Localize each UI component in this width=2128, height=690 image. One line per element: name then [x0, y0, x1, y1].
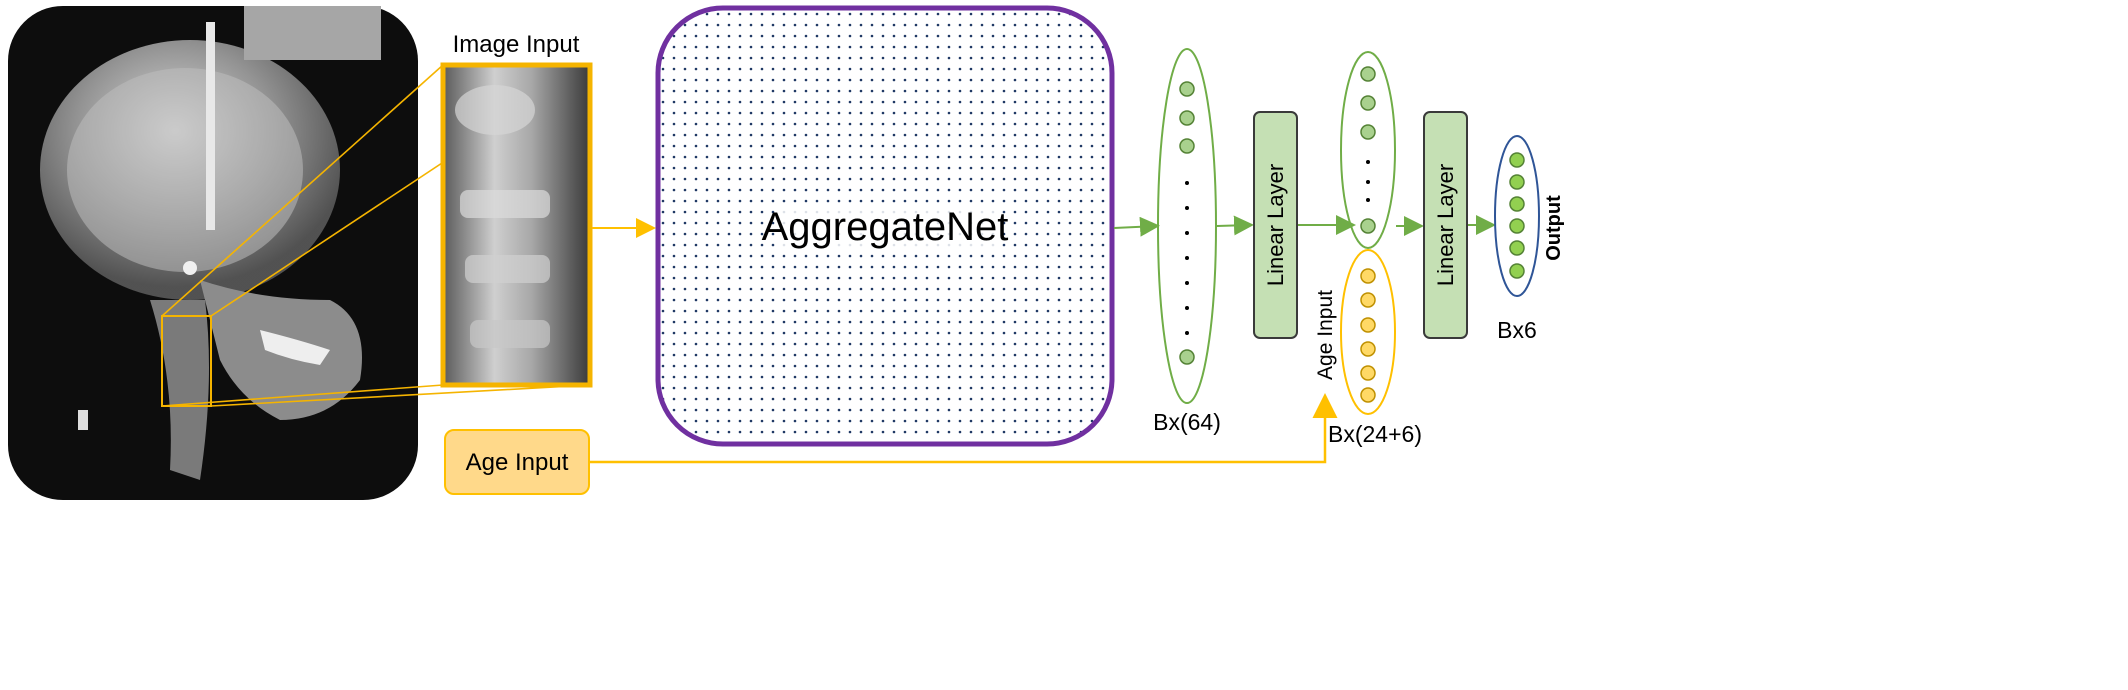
- arrow-features-to-linear1: [1216, 215, 1254, 236]
- linear-layer-2: Linear Layer: [1423, 111, 1468, 339]
- output-label: Output: [1543, 195, 1565, 261]
- linear-layer-1-label: Linear Layer: [1263, 164, 1288, 286]
- concat-node: [1360, 66, 1376, 82]
- feature-dim-label: Bx(64): [1153, 409, 1221, 435]
- roi-box: [161, 315, 212, 407]
- output-node: [1509, 240, 1525, 256]
- age-node: [1360, 365, 1376, 381]
- aggregatenet-box: AggregateNet: [655, 5, 1115, 447]
- age-node: [1360, 268, 1376, 284]
- image-input-crop: [440, 62, 593, 388]
- output-dim-label: Bx6: [1497, 317, 1537, 343]
- image-input-label: Image Input: [453, 31, 580, 58]
- age-node: [1360, 292, 1376, 308]
- concat-node: [1360, 218, 1376, 234]
- feature-node: [1179, 81, 1195, 97]
- age-node: [1360, 387, 1376, 403]
- feature-node: [1179, 138, 1195, 154]
- arrow-net-to-features: [1113, 216, 1160, 237]
- output-node: [1509, 174, 1525, 190]
- output-node: [1509, 218, 1525, 234]
- concat-node: [1360, 124, 1376, 140]
- output-node: [1509, 152, 1525, 168]
- xray-image: [8, 6, 418, 500]
- concat-age-part: [1340, 249, 1396, 415]
- linear-layer-2-label: Linear Layer: [1433, 164, 1458, 286]
- output-vector: [1494, 135, 1540, 297]
- feature-node: [1179, 110, 1195, 126]
- feature-node: [1179, 349, 1195, 365]
- concat-dim-label: Bx(24+6): [1328, 421, 1422, 447]
- age-node: [1360, 317, 1376, 333]
- concat-green-part: [1340, 51, 1396, 249]
- output-node: [1509, 263, 1525, 279]
- age-input-vertical-label: Age Input: [1314, 290, 1337, 380]
- age-input-box-label: Age Input: [466, 449, 569, 476]
- feature-vector: [1157, 48, 1217, 404]
- redaction-label: [244, 6, 381, 60]
- age-node: [1360, 341, 1376, 357]
- linear-layer-1: Linear Layer: [1253, 111, 1298, 339]
- concat-node: [1360, 95, 1376, 111]
- output-node: [1509, 196, 1525, 212]
- aggregatenet-label: AggregateNet: [762, 205, 1009, 249]
- age-input-box: Age Input: [444, 429, 590, 495]
- age-connector-arrow: [590, 393, 1338, 464]
